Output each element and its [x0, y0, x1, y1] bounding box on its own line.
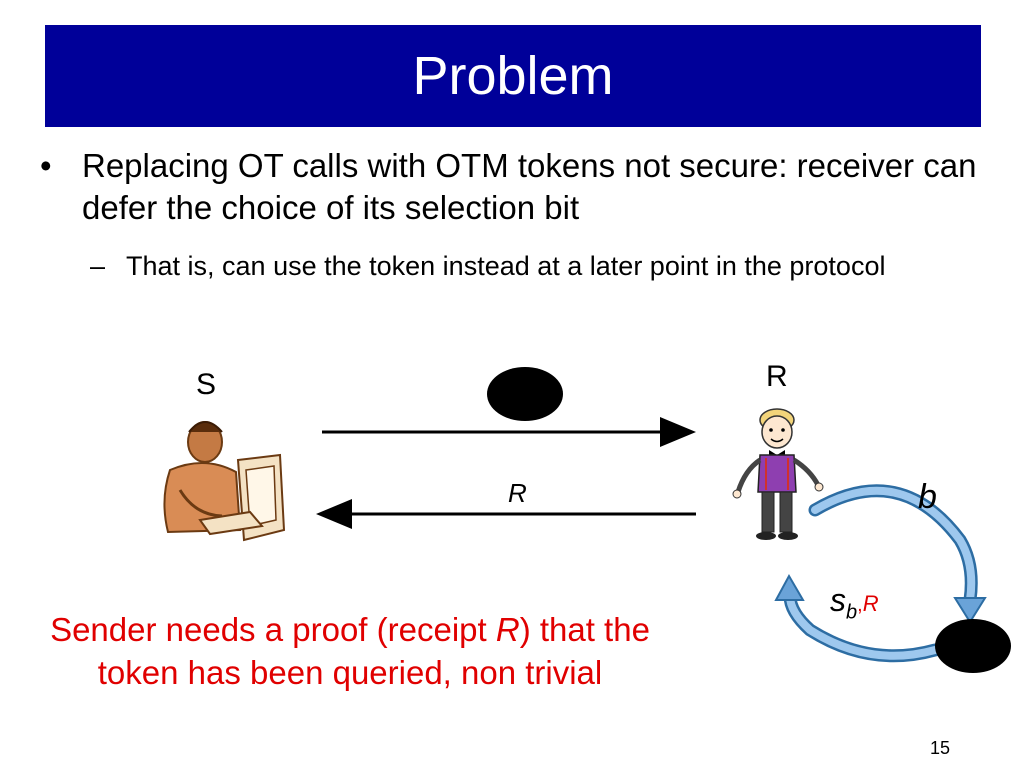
token-blob-bottom: [935, 619, 1011, 673]
receiver-clipart: [733, 409, 823, 540]
receiver-label: R: [766, 360, 788, 394]
caption-receipt: R: [496, 611, 520, 648]
sender-clipart: [164, 422, 284, 540]
choice-bit-label: b: [918, 478, 937, 517]
output-receipt: R: [863, 591, 879, 616]
slide-number: 15: [930, 738, 950, 759]
caption-part1: Sender needs a proof (receipt: [50, 611, 496, 648]
output-main: s: [830, 582, 846, 618]
sender-label: S: [196, 368, 216, 402]
output-label: sb,R: [830, 582, 879, 624]
caption: Sender needs a proof (receipt R) that th…: [40, 608, 660, 694]
token-blob-top: [487, 367, 563, 421]
output-subscript: b: [846, 601, 857, 623]
receipt-label: R: [508, 478, 527, 509]
